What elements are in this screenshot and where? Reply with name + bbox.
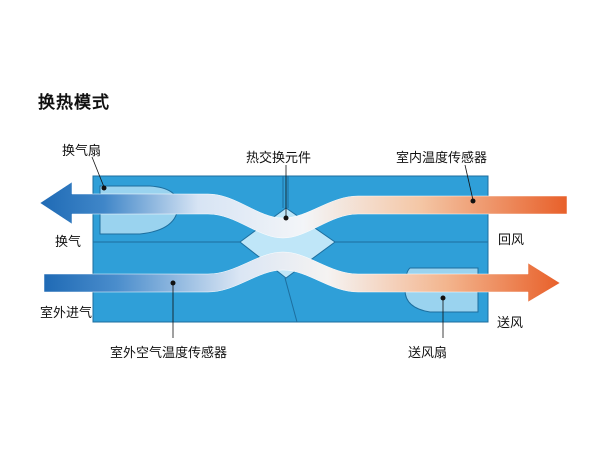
label-supply-air: 送风 (497, 316, 524, 331)
leader-indoor-sensor (464, 164, 474, 201)
label-exhaust: 换气 (55, 235, 82, 250)
label-heat-exchanger: 热交换元件 (246, 151, 312, 166)
label-outdoor-intake: 室外进气 (40, 306, 93, 321)
sensor-dot (283, 215, 289, 221)
diagram-title: 换热模式 (38, 93, 110, 113)
label-return-air: 回风 (498, 233, 525, 248)
label-indoor-temp-sensor: 室内温度传感器 (396, 151, 488, 166)
exhaust-airflow-arrow (39, 181, 568, 239)
sensor-dot (440, 295, 446, 301)
label-outdoor-temp-sensor: 室外空气温度传感器 (110, 346, 228, 361)
sensor-dot (101, 185, 107, 191)
leader-exhaust-fan (91, 156, 105, 188)
label-supply-fan: 送风扇 (408, 346, 448, 361)
sensor-dot (470, 198, 476, 204)
housing-divider (284, 277, 298, 323)
sensor-dot (170, 280, 176, 286)
label-exhaust-fan: 换气扇 (62, 144, 102, 159)
